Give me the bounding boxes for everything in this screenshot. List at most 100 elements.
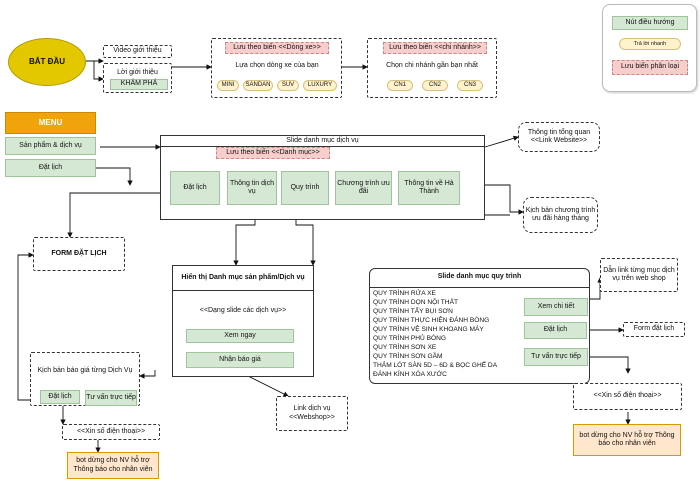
- video-intro: Video giới thiệu: [103, 45, 172, 58]
- process-item[interactable]: QUY TRÌNH PHỦ BÓNG: [373, 335, 447, 342]
- view-now-button[interactable]: Xem ngay: [186, 329, 294, 343]
- menu-item-label: Sản phẩm & dịch vụ: [19, 141, 82, 149]
- branch-variable: Lưu theo biến <<chi nhánh>>: [383, 42, 487, 54]
- menu-header: MENU: [5, 112, 96, 134]
- branch-option-label: CN3: [463, 81, 476, 88]
- branch-title-label: Chọn chi nhánh gần bạn nhất: [386, 61, 478, 69]
- get-quote-button[interactable]: Nhận báo giá: [186, 352, 294, 368]
- process-book-button[interactable]: Đặt lịch: [524, 322, 587, 339]
- car-option-mini[interactable]: MINI: [217, 80, 239, 91]
- start-label: BẮT ĐẦU: [29, 57, 65, 67]
- car-option-sandan[interactable]: SANDAN: [243, 80, 273, 91]
- overview-link-label: Thông tin tổng quan <<Link Website>>: [527, 128, 591, 144]
- video-intro-label: Video giới thiệu: [113, 47, 162, 55]
- legend-button: Nút điều hướng: [612, 16, 688, 30]
- slide-item-label: Đặt lịch: [183, 183, 207, 191]
- product-list-title: Hiển thị Danh mục sản phẩm/Dịch vụ: [176, 266, 310, 290]
- slide-item-label: Thông tin dịch vụ: [230, 179, 274, 195]
- bot-handoff-left-label: bot dừng cho NV hỗ trợ Thông báo cho nhâ…: [73, 457, 153, 473]
- process-item[interactable]: QUY TRÌNH DỌN NỘI THẤT: [373, 299, 458, 306]
- legend-quick-reply: Trả lời nhanh: [619, 38, 681, 50]
- car-option-luxury[interactable]: LUXURY: [303, 80, 337, 91]
- slide-item-label: Chương trình ưu đãi: [337, 179, 390, 195]
- phone-request-right-label: <<Xin số điện thoại>>: [593, 392, 662, 400]
- promo-script: Kịch bản chương trình ưu đãi hàng tháng: [523, 197, 598, 233]
- quote-consult-button[interactable]: Tư vấn trực tiếp: [85, 390, 137, 406]
- branch-option-cn1[interactable]: CN1: [387, 80, 413, 91]
- booking-form-box: FORM ĐẶT LỊCH: [33, 237, 125, 271]
- quote-book-label: Đặt lịch: [48, 392, 72, 400]
- service-slide-title: Slide danh mục dịch vụ: [160, 136, 485, 146]
- overview-link[interactable]: Thông tin tổng quan <<Link Website>>: [518, 122, 600, 152]
- car-type-variable: Lưu theo biến <<Dòng xe>>: [225, 42, 329, 54]
- bot-handoff-left: bot dừng cho NV hỗ trợ Thông báo cho nhâ…: [67, 452, 159, 479]
- car-option-suv[interactable]: SUV: [277, 80, 299, 91]
- menu-item-products[interactable]: Sản phẩm & dịch vụ: [5, 137, 96, 155]
- car-type-variable-label: Lưu theo biến <<Dòng xe>>: [233, 43, 321, 51]
- process-item[interactable]: QUY TRÌNH TẨY BỤI SƠN: [373, 308, 453, 315]
- slide-item-promotion[interactable]: Chương trình ưu đãi: [335, 171, 392, 205]
- branch-option-label: CN2: [428, 81, 441, 88]
- branch-option-cn3[interactable]: CN3: [457, 80, 483, 91]
- car-option-label: SUV: [281, 81, 295, 88]
- process-slide-title: Slide danh mục quy trình: [369, 270, 590, 284]
- slide-item-about[interactable]: Thông tin về Hà Thành: [398, 171, 460, 205]
- intro-text-label: Lời giới thiệu: [117, 69, 158, 76]
- process-list: QUY TRÌNH RỬA XE QUY TRÌNH DỌN NỘI THẤT …: [373, 289, 541, 379]
- explore-button[interactable]: KHÁM PHÁ: [110, 79, 168, 90]
- branch-variable-label: Lưu theo biến <<chi nhánh>>: [389, 43, 481, 51]
- branch-title: Chọn chi nhánh gần bạn nhất: [370, 60, 494, 72]
- bot-handoff-right-label: bot dừng cho NV hỗ trợ Thông báo cho nhâ…: [579, 431, 675, 447]
- process-slide-title-label: Slide danh mục quy trình: [437, 272, 522, 280]
- process-detail-button[interactable]: Xem chi tiết: [524, 298, 588, 316]
- slide-item-booking[interactable]: Đặt lịch: [170, 171, 220, 205]
- process-consult-button[interactable]: Tư vấn trực tiếp: [524, 348, 588, 366]
- webshop-link-box[interactable]: Dẫn link từng mục dịch vụ trên web shop: [600, 258, 678, 292]
- process-item[interactable]: QUY TRÌNH VỆ SINH KHOANG MÁY: [373, 326, 484, 333]
- process-item[interactable]: QUY TRÌNH THỰC HIỆN ĐÁNH BÓNG: [373, 317, 490, 324]
- legend-variable-label: Lưu biến phân loại: [620, 63, 679, 71]
- view-now-label: Xem ngay: [224, 331, 256, 339]
- branch-option-cn2[interactable]: CN2: [422, 80, 448, 91]
- quote-book-button[interactable]: Đặt lịch: [40, 390, 80, 404]
- process-detail-label: Xem chi tiết: [537, 302, 575, 310]
- webshop-link-label: Dẫn link từng mục dịch vụ trên web shop: [603, 266, 675, 282]
- slide-item-label: Quy trình: [290, 183, 320, 191]
- legend-button-label: Nút điều hướng: [625, 18, 675, 26]
- form-booking-right[interactable]: Form đặt lịch: [623, 322, 685, 337]
- product-list-divider: [172, 290, 314, 291]
- category-variable-label: Lưu theo biến <<Danh mục>>: [226, 148, 320, 156]
- bot-handoff-right: bot dừng cho NV hỗ trợ Thông báo cho nhâ…: [573, 424, 681, 456]
- slide-item-label: Thông tin về Hà Thành: [404, 179, 454, 195]
- process-item[interactable]: QUY TRÌNH SƠN GẦM: [373, 353, 443, 360]
- category-variable: Lưu theo biến <<Danh mục>>: [216, 147, 330, 159]
- process-item[interactable]: THẢM LÓT SÀN 5D – 6D & BỌC GHẾ DA: [373, 362, 498, 369]
- booking-form-label: FORM ĐẶT LỊCH: [51, 249, 107, 257]
- explore-button-label: KHÁM PHÁ: [120, 80, 158, 88]
- car-type-title-label: Lựa chọn dòng xe của bạn: [235, 61, 319, 69]
- quote-consult-label: Tư vấn trực tiếp: [86, 393, 136, 401]
- product-slide-text-label: <<Dạng slide các dịch vụ>>: [199, 306, 287, 314]
- slide-item-process[interactable]: Quy trình: [281, 171, 329, 205]
- service-link-box[interactable]: Link dịch vụ <<Webshop>>: [276, 396, 348, 431]
- service-slide-divider: [160, 146, 485, 147]
- car-option-label: MINI: [221, 81, 235, 88]
- phone-request-right: <<Xin số điện thoại>>: [573, 383, 682, 410]
- promo-script-label: Kịch bản chương trình ưu đãi hàng tháng: [525, 206, 596, 222]
- process-item[interactable]: ĐÁNH KÍNH XÓA XƯỚC: [373, 371, 447, 378]
- product-list-title-label: Hiển thị Danh mục sản phẩm/Dịch vụ: [181, 273, 305, 281]
- product-slide-text: <<Dạng slide các dịch vụ>>: [176, 305, 310, 317]
- service-slide-title-label: Slide danh mục dịch vụ: [286, 136, 359, 144]
- process-item[interactable]: QUY TRÌNH RỬA XE: [373, 290, 436, 297]
- car-type-title: Lựa chọn dòng xe của bạn: [214, 60, 340, 72]
- phone-request-left: <<Xin số điện thoại>>: [62, 424, 160, 440]
- get-quote-label: Nhận báo giá: [219, 355, 261, 363]
- process-item[interactable]: QUY TRÌNH SƠN XE: [373, 344, 437, 351]
- menu-item-booking[interactable]: Đặt lịch: [5, 159, 96, 177]
- legend-quick-reply-label: Trả lời nhanh: [633, 40, 667, 47]
- quote-script-title: Kịch bản báo giá từng Dịch Vụ: [37, 367, 133, 374]
- menu-title: MENU: [38, 118, 63, 128]
- phone-request-left-label: <<Xin số điện thoại>>: [76, 427, 146, 435]
- start-node[interactable]: BẮT ĐẦU: [8, 38, 86, 86]
- slide-item-service-info[interactable]: Thông tin dịch vụ: [227, 171, 277, 205]
